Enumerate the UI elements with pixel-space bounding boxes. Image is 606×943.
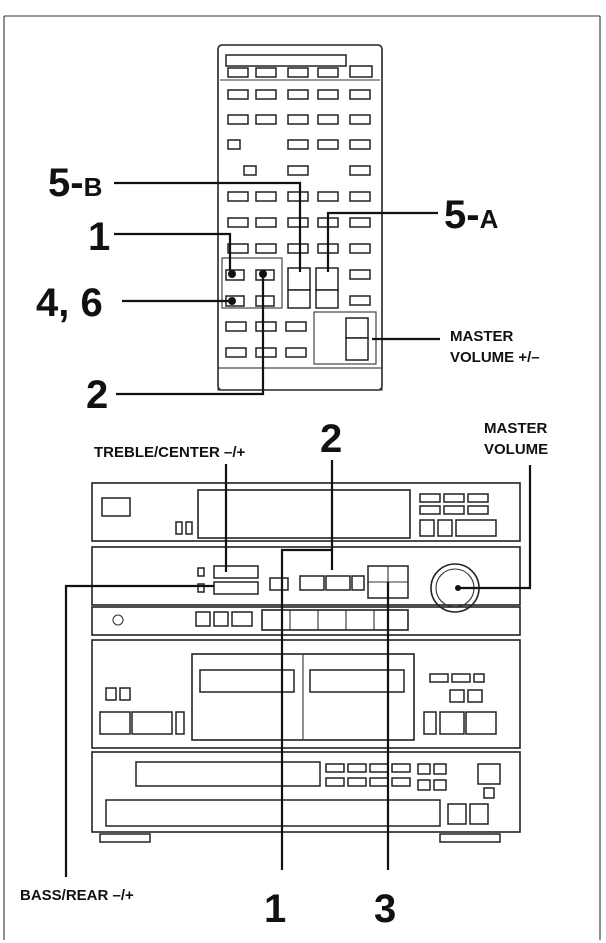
- page-frame: [3, 15, 601, 940]
- label-treble-center: TREBLE/CENTER –/+: [94, 444, 246, 461]
- stereo-unit: [91, 482, 521, 843]
- callout-dot-1: [228, 270, 236, 278]
- remote-control: [217, 44, 383, 391]
- remote-leader-lines: [114, 181, 440, 396]
- label-master-volume-2: VOLUME: [484, 441, 548, 458]
- label-1-unit: 1: [264, 887, 286, 931]
- callout-dot-4-6: [228, 297, 236, 305]
- label-2-remote: 2: [86, 373, 108, 417]
- label-master-volume-pm-1: MASTER: [450, 328, 514, 345]
- label-4-6: 4, 6: [36, 281, 103, 325]
- label-2-unit: 2: [320, 417, 342, 461]
- label-master-volume-pm-2: VOLUME +/–: [450, 349, 540, 366]
- unit-leader-lines: [64, 460, 532, 877]
- label-bass-rear: BASS/REAR –/+: [20, 887, 134, 904]
- label-5a: 5-A: [444, 193, 499, 237]
- remote-buttons: [221, 54, 377, 365]
- callout-dot-master-volume: [455, 585, 461, 591]
- label-5b: 5-B: [48, 161, 102, 205]
- label-3-unit: 3: [374, 887, 396, 931]
- callout-dot-2: [259, 270, 267, 278]
- label-1-remote: 1: [88, 215, 110, 259]
- label-master-volume-1: MASTER: [484, 420, 548, 437]
